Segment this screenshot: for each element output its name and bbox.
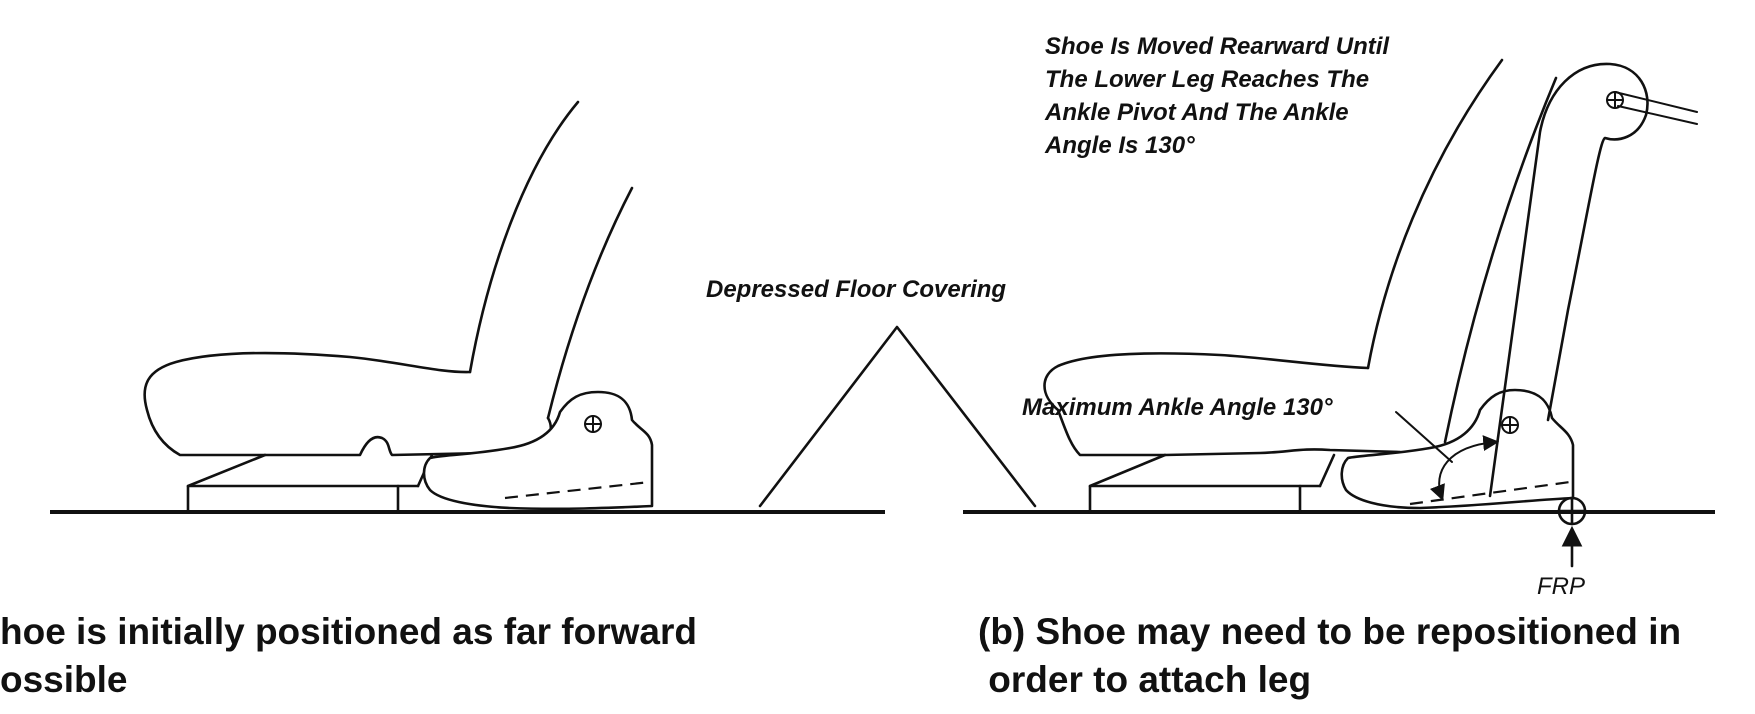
caption-left: hoe is initially positioned as far forwa… <box>0 608 697 704</box>
frp-crosshair-icon <box>1557 496 1587 526</box>
center-floor-bump <box>758 325 1037 508</box>
ankle-angle-leader <box>1395 411 1453 463</box>
max-ankle-angle-label: Maximum Ankle Angle 130° <box>1022 394 1333 421</box>
right-panel <box>963 58 1715 568</box>
shoe-moved-line-2: The Lower Leg Reaches The <box>1045 66 1370 93</box>
left-seat-riser <box>186 453 267 514</box>
shoe-moved-line-3: Ankle Pivot And The Ankle <box>1045 99 1349 126</box>
pivot-crosshair-icon <box>584 415 602 433</box>
right-seat-cushion <box>1043 352 1402 457</box>
right-seat-back <box>1366 58 1504 370</box>
left-seat-back <box>468 100 580 374</box>
shoe-moved-annotation: Shoe Is Moved Rearward Until The Lower L… <box>1045 30 1389 162</box>
right-seat-riser-front <box>1318 453 1336 488</box>
left-seat-back-inner <box>546 186 634 420</box>
caption-left-line-1: hoe is initially positioned as far forwa… <box>0 611 697 652</box>
left-shoe <box>422 390 654 511</box>
right-seat-back-inner <box>1443 76 1558 444</box>
lower-leg <box>1488 62 1649 498</box>
depressed-floor-label: Depressed Floor Covering <box>706 276 1007 303</box>
pivot-crosshair-icon <box>1501 416 1519 434</box>
caption-right: (b) Shoe may need to be repositioned in … <box>978 608 1681 704</box>
caption-left-line-2: ossible <box>0 659 128 700</box>
depressed-floor-triangle <box>758 325 1037 508</box>
caption-right-line-2: order to attach leg <box>978 659 1312 700</box>
ankle-angle-arc <box>1429 435 1500 501</box>
right-shoe <box>1340 388 1575 510</box>
left-shoe-dash <box>504 480 651 500</box>
right-seat-riser <box>1088 453 1167 514</box>
shoe-moved-line-1: Shoe Is Moved Rearward Until <box>1045 33 1390 60</box>
frp-label: FRP <box>1537 573 1585 600</box>
thigh-stub <box>1614 91 1698 125</box>
shoe-moved-line-4: Angle Is 130° <box>1045 132 1195 159</box>
left-panel <box>50 100 885 514</box>
left-seat-cushion <box>143 351 553 457</box>
caption-right-line-1: (b) Shoe may need to be repositioned in <box>978 611 1682 652</box>
